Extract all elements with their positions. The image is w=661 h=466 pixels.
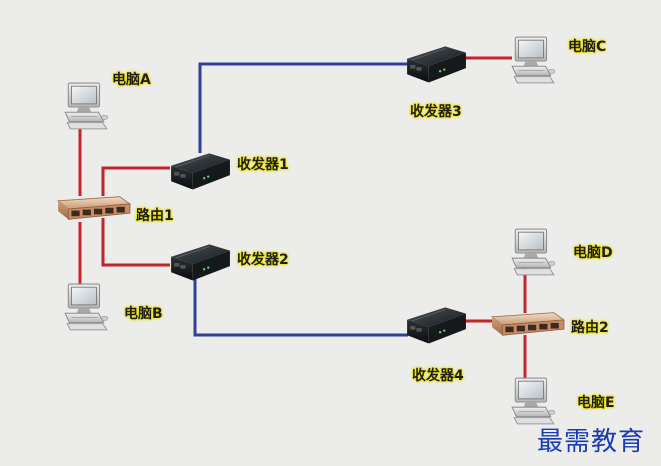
computer-b-label: 电脑B	[124, 306, 163, 322]
computer-e-label: 电脑E	[577, 395, 615, 411]
computer-c-label: 电脑C	[568, 39, 607, 55]
transceiver-2-label: 收发器2	[237, 252, 289, 268]
computer-b-icon	[64, 283, 109, 331]
transceiver-1-icon	[170, 153, 231, 190]
computer-e-icon	[511, 377, 556, 425]
computer-a-icon	[64, 82, 109, 130]
transceiver-3-label: 收发器3	[410, 104, 462, 120]
transceiver-3-icon	[406, 46, 467, 83]
transceiver-1-label: 收发器1	[237, 157, 289, 173]
link-router1-xcvr2	[101, 218, 170, 267]
router-1-icon	[57, 196, 131, 220]
computer-a-label: 电脑A	[112, 72, 151, 88]
router-2-icon	[491, 312, 565, 336]
router-2-label: 路由2	[571, 320, 609, 336]
link-router1-xcvr1	[101, 166, 170, 196]
link-xcvr2-xcvr4	[193, 270, 408, 337]
computer-d-label: 电脑D	[573, 245, 613, 261]
router-1-label: 路由1	[136, 208, 174, 224]
link-xcvr1-xcvr3	[198, 62, 408, 153]
transceiver-4-icon	[406, 307, 467, 344]
transceiver-4-label: 收发器4	[412, 368, 464, 384]
transceiver-2-icon	[170, 244, 231, 281]
computer-c-icon	[511, 36, 556, 84]
computer-d-icon	[511, 228, 556, 276]
watermark-text: 最需教育	[537, 427, 646, 457]
